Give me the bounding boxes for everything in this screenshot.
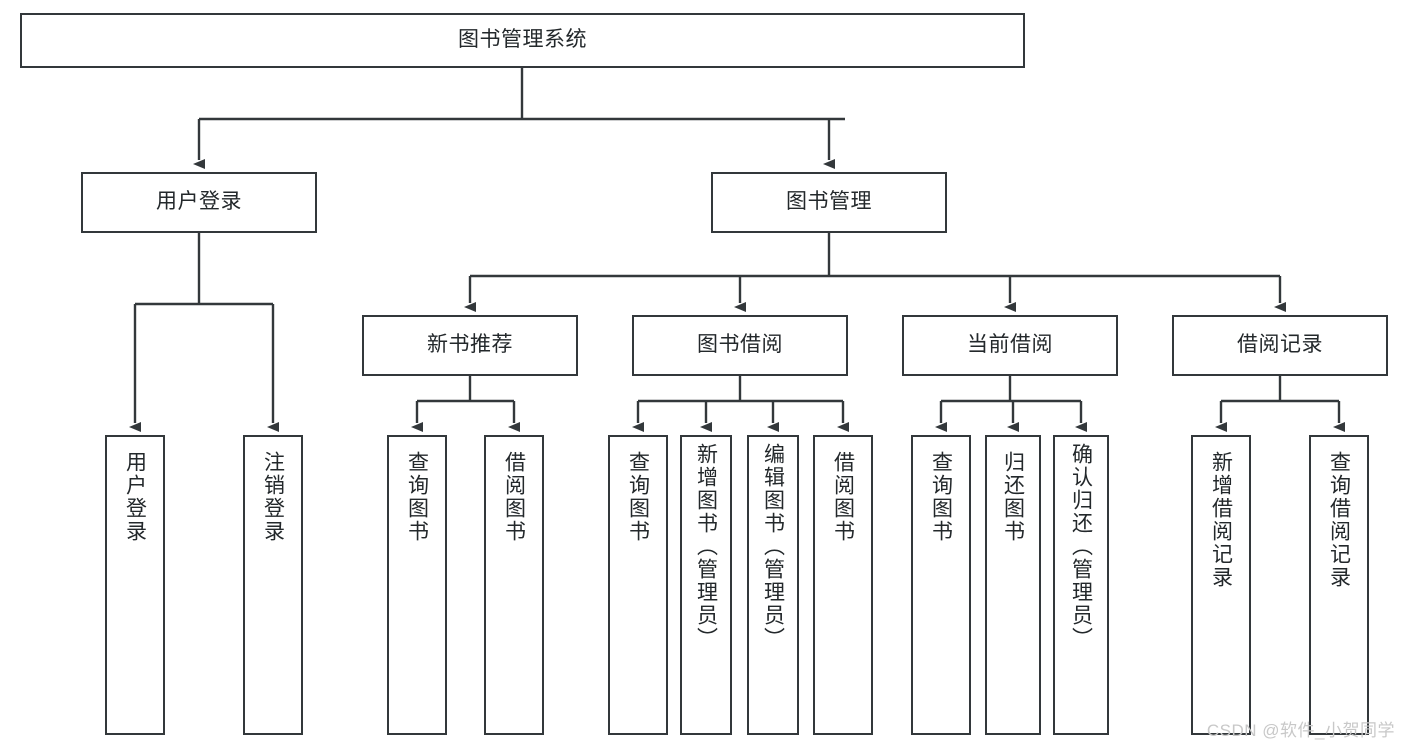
node-leaf-logout-label: 注销登录	[261, 451, 285, 543]
node-leaf-edit-book[interactable]: 编辑图书（管理员）	[747, 435, 799, 735]
node-new-book-recommend-label: 新书推荐	[427, 333, 513, 357]
node-borrow-record[interactable]: 借阅记录	[1172, 315, 1388, 376]
node-leaf-query-book-rec[interactable]: 查询图书	[387, 435, 447, 735]
node-current-borrow[interactable]: 当前借阅	[902, 315, 1118, 376]
node-leaf-borrow-book-bor-label: 借阅图书	[831, 451, 855, 543]
node-leaf-edit-book-label: 编辑图书（管理员）	[761, 443, 785, 650]
node-leaf-query-book-bor-label: 查询图书	[626, 451, 650, 543]
node-user-login[interactable]: 用户登录	[81, 172, 317, 233]
node-leaf-borrow-book-rec[interactable]: 借阅图书	[484, 435, 544, 735]
node-leaf-query-book-cur[interactable]: 查询图书	[911, 435, 971, 735]
node-leaf-add-book[interactable]: 新增图书（管理员）	[680, 435, 732, 735]
node-new-book-recommend[interactable]: 新书推荐	[362, 315, 578, 376]
node-borrow-record-label: 借阅记录	[1237, 333, 1323, 357]
node-leaf-query-book-rec-label: 查询图书	[405, 451, 429, 543]
node-leaf-borrow-book-bor[interactable]: 借阅图书	[813, 435, 873, 735]
node-leaf-query-book-cur-label: 查询图书	[929, 451, 953, 543]
node-leaf-confirm-return-label: 确认归还（管理员）	[1069, 443, 1093, 650]
node-leaf-borrow-book-rec-label: 借阅图书	[502, 451, 526, 543]
node-leaf-logout[interactable]: 注销登录	[243, 435, 303, 735]
node-book-manage-label: 图书管理	[786, 190, 872, 214]
node-leaf-confirm-return[interactable]: 确认归还（管理员）	[1053, 435, 1109, 735]
node-leaf-return-book-label: 归还图书	[1001, 451, 1025, 543]
node-current-borrow-label: 当前借阅	[967, 333, 1053, 357]
node-root-label: 图书管理系统	[458, 28, 587, 52]
node-leaf-user-login-label: 用户登录	[123, 451, 147, 543]
node-leaf-add-record[interactable]: 新增借阅记录	[1191, 435, 1251, 735]
node-leaf-query-record[interactable]: 查询借阅记录	[1309, 435, 1369, 735]
node-leaf-return-book[interactable]: 归还图书	[985, 435, 1041, 735]
node-root[interactable]: 图书管理系统	[20, 13, 1025, 68]
node-leaf-query-book-bor[interactable]: 查询图书	[608, 435, 668, 735]
node-book-borrow-label: 图书借阅	[697, 333, 783, 357]
node-book-manage[interactable]: 图书管理	[711, 172, 947, 233]
node-user-login-label: 用户登录	[156, 190, 242, 214]
node-leaf-user-login[interactable]: 用户登录	[105, 435, 165, 735]
csdn-watermark: CSDN @软件_小贺同学	[1206, 721, 1395, 740]
node-book-borrow[interactable]: 图书借阅	[632, 315, 848, 376]
node-leaf-add-book-label: 新增图书（管理员）	[694, 443, 718, 650]
node-leaf-query-record-label: 查询借阅记录	[1327, 451, 1351, 589]
node-leaf-add-record-label: 新增借阅记录	[1209, 451, 1233, 589]
